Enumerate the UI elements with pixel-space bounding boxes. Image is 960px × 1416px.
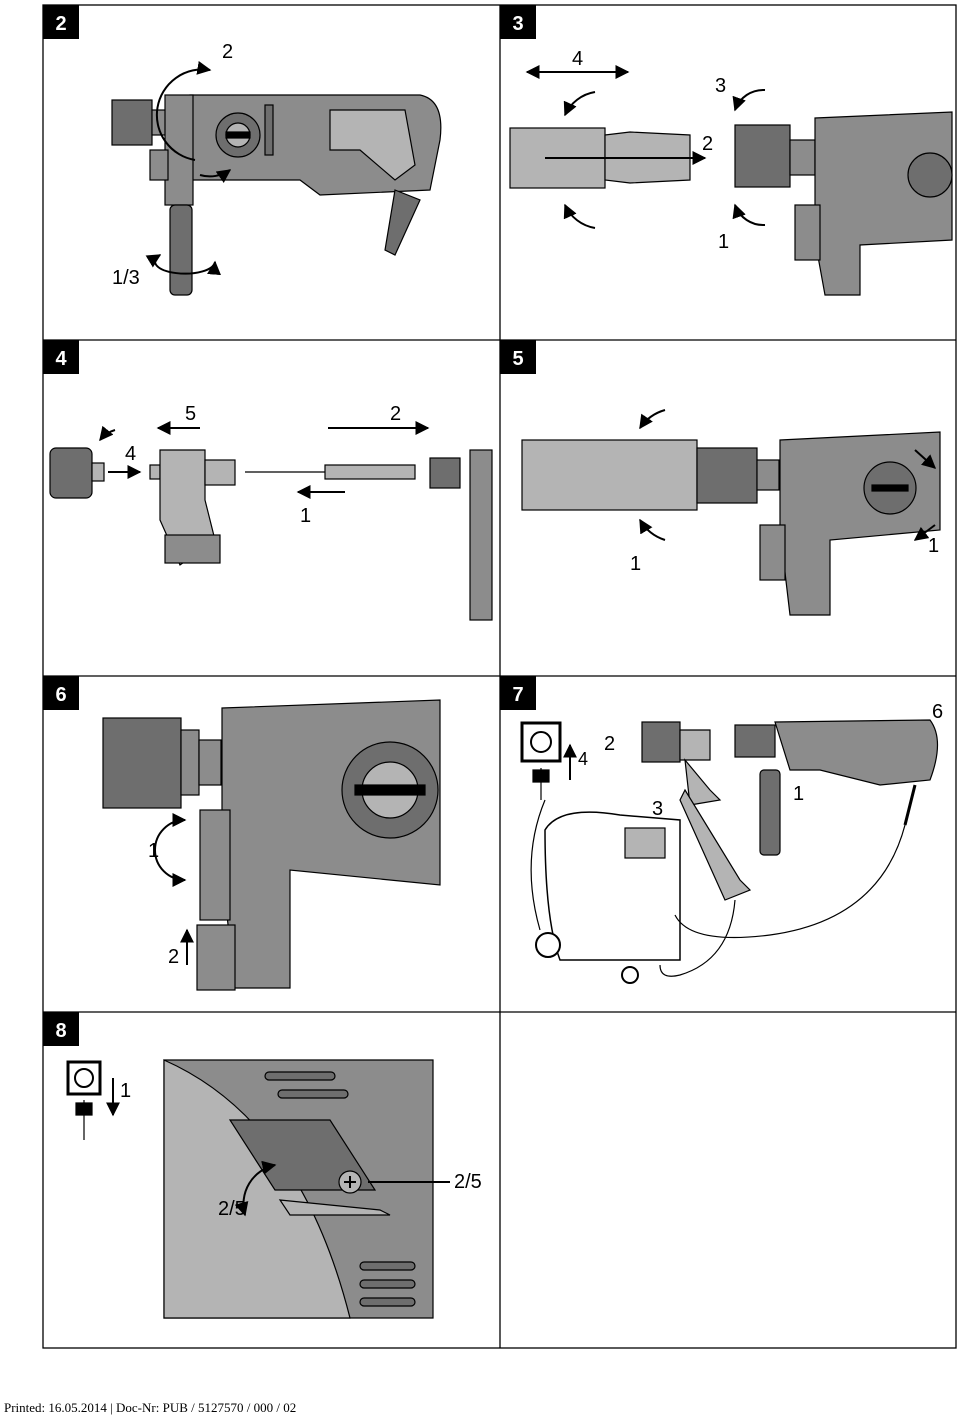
panel-2-callout-rotate: 2 <box>222 41 233 63</box>
panel-3-callout-rotate-top: 3 <box>715 75 726 97</box>
step-number-8: 8 <box>55 1020 66 1042</box>
panel-7-illustration <box>520 719 939 984</box>
panel-3-callout-rotate-bottom: 1 <box>718 231 729 253</box>
panel-grid <box>42 4 957 1349</box>
panel-3-callout-slide: 4 <box>572 48 583 70</box>
panel-8-callout-left: 2/5 <box>218 1198 246 1220</box>
panel-7-callout-plug: 4 <box>578 749 588 769</box>
panel-4-callout-push-left: 1 <box>300 505 311 527</box>
panel-2-illustration <box>111 61 442 296</box>
panel-8-illustration <box>66 1059 450 1319</box>
step-number-4: 4 <box>55 348 67 370</box>
panel-4-callout-remove: 4 <box>125 443 136 465</box>
panel-6-callout-rotate: 1 <box>148 840 159 862</box>
panel-7-callout-switch: 6 <box>932 701 943 723</box>
panel-5-callout-rotate: 1 <box>630 553 641 575</box>
panel-3-callout-insert: 2 <box>702 133 713 155</box>
panel-4-callout-slide-right: 2 <box>390 403 401 425</box>
panel-5-callout-selector: 1 <box>928 535 939 557</box>
step-number-7: 7 <box>512 684 523 706</box>
panel-6-callout-lift: 2 <box>168 946 179 968</box>
panel-7-callout-hose: 3 <box>652 798 663 820</box>
panel-6-illustration <box>102 699 441 991</box>
step-number-5: 5 <box>512 348 523 370</box>
panel-4-illustration <box>49 421 493 621</box>
panel-7-callout-attach: 2 <box>604 733 615 755</box>
panel-8-callout-unplug: 1 <box>120 1080 131 1102</box>
panel-7-callout-handle: 1 <box>793 783 804 805</box>
panel-3-illustration <box>509 65 953 296</box>
print-footer: Printed: 16.05.2014 | Doc-Nr: PUB / 5127… <box>4 1400 297 1415</box>
panel-4-callout-slide-left: 5 <box>185 403 196 425</box>
panel-5-illustration <box>521 409 941 616</box>
panel-8-callout-right: 2/5 <box>454 1171 482 1193</box>
panel-2-callout-grip: 1/3 <box>112 267 140 289</box>
step-number-6: 6 <box>55 684 66 706</box>
step-badges: 2 3 4 5 6 7 8 <box>43 5 536 1046</box>
step-number-3: 3 <box>512 13 523 35</box>
step-number-2: 2 <box>55 13 66 35</box>
